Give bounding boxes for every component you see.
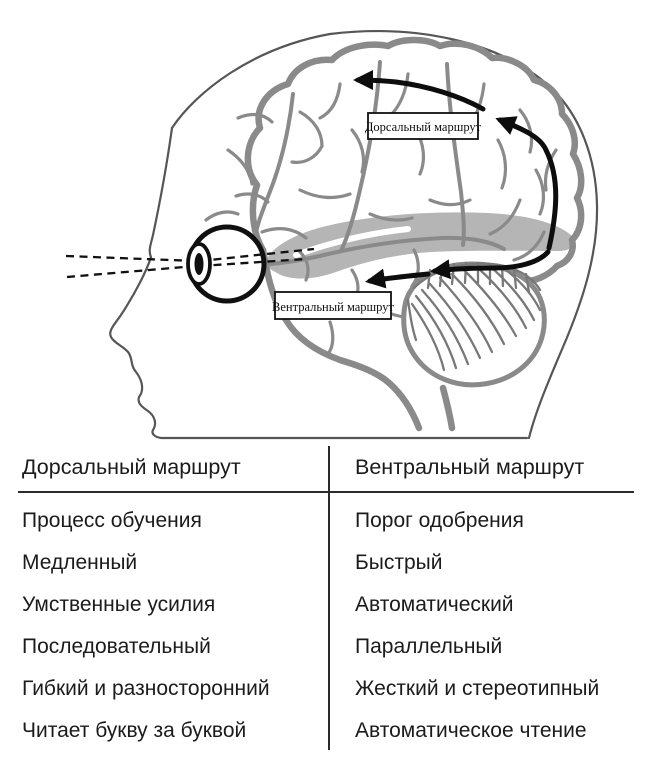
cerebellum xyxy=(401,261,547,388)
dorsal-route-arrow xyxy=(353,70,559,251)
dorsal-route-label: Дорсальный маршрут xyxy=(365,120,482,134)
table-cell: Последовательный xyxy=(22,635,211,658)
table-column-ventral: Вентральный маршрут Порог одобрения Быст… xyxy=(355,443,645,752)
table-cell: Жесткий и стереотипный xyxy=(355,677,600,700)
eye xyxy=(65,224,315,304)
table-cell: Автоматическое чтение xyxy=(355,719,587,742)
table-header-left: Дорсальный маршрут xyxy=(22,455,241,479)
table-cell: Параллельный xyxy=(355,635,503,658)
table-cell: Гибкий и разносторонний xyxy=(22,677,270,700)
table-header-right: Вентральный маршрут xyxy=(355,455,585,479)
table-cell: Порог одобрения xyxy=(355,509,524,532)
table-header-rule xyxy=(18,491,634,493)
ventral-route-label: Вентральный маршрут xyxy=(272,300,395,314)
table-cell: Быстрый xyxy=(355,551,443,574)
table-cell: Процесс обучения xyxy=(22,509,202,532)
table-column-dorsal: Дорсальный маршрут Процесс обучения Медл… xyxy=(22,443,322,752)
brain-pathways-figure: Дорсальный маршрут Вентральный маршрут xyxy=(65,30,599,440)
ventral-route-label-box: Вентральный маршрут xyxy=(272,291,395,320)
table-cell: Читает букву за буквой xyxy=(22,719,247,742)
gaze-dashed-lines xyxy=(65,247,315,279)
table-column-divider xyxy=(328,446,330,750)
table-cell: Умственные усилия xyxy=(22,593,216,616)
ventral-route-arrow xyxy=(365,249,551,289)
table-cell: Автоматический xyxy=(355,593,514,616)
table-cell: Медленный xyxy=(22,551,138,574)
head-outline xyxy=(109,30,599,440)
brain-gyri xyxy=(204,60,558,356)
dorsal-route-label-box: Дорсальный маршрут xyxy=(365,112,482,140)
